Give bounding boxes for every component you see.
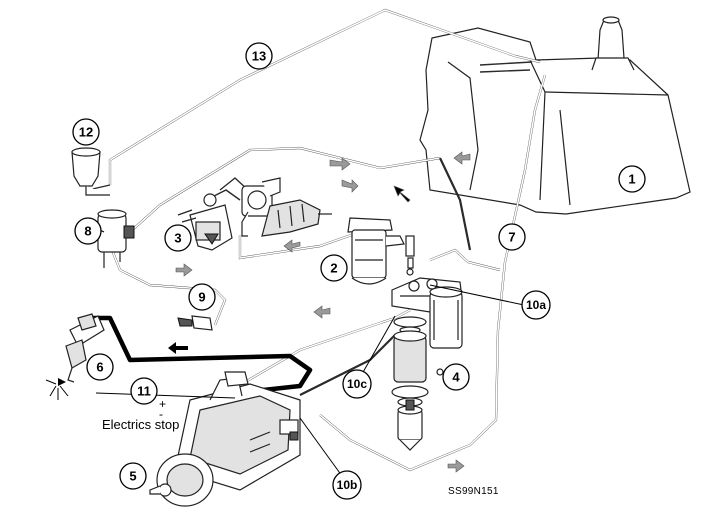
svg-text:8: 8 bbox=[84, 224, 91, 239]
part-9-sensor bbox=[177, 315, 213, 331]
svg-text:3: 3 bbox=[174, 231, 181, 246]
svg-text:1: 1 bbox=[628, 172, 635, 187]
fuel-tank bbox=[419, 16, 691, 215]
diagram-code-label: SS99N151 bbox=[448, 486, 499, 497]
part-3-pump bbox=[177, 177, 249, 251]
callout-12: 12 bbox=[72, 118, 100, 146]
callout-7: 7 bbox=[498, 223, 526, 251]
callout-2: 2 bbox=[320, 254, 348, 282]
svg-text:10c: 10c bbox=[347, 377, 367, 391]
svg-text:7: 7 bbox=[508, 230, 515, 245]
part-4-filter-bowl bbox=[429, 286, 463, 376]
callout-9: 9 bbox=[188, 283, 216, 311]
svg-text:11: 11 bbox=[137, 384, 151, 399]
callout-11: 11 bbox=[130, 377, 158, 405]
callout-10c: 10c bbox=[342, 369, 372, 399]
part-10c-cartridge bbox=[391, 316, 429, 451]
callout-8: 8 bbox=[74, 217, 102, 245]
svg-text:10a: 10a bbox=[526, 298, 546, 312]
minus-terminal-label: - bbox=[159, 407, 163, 421]
svg-text:4: 4 bbox=[452, 370, 460, 385]
part-8-pump bbox=[97, 209, 135, 268]
part-2-filter bbox=[347, 217, 415, 285]
part-6-injector bbox=[45, 313, 105, 400]
svg-text:10b: 10b bbox=[337, 478, 358, 492]
electrics-stop-label: Electrics stop bbox=[102, 417, 180, 432]
callout-4: 4 bbox=[442, 363, 470, 391]
part-5-injection-pump bbox=[149, 371, 301, 507]
flow-arrows bbox=[168, 151, 471, 473]
callout-6: 6 bbox=[86, 353, 114, 381]
callout-1: 1 bbox=[618, 165, 646, 193]
callout-10b: 10b bbox=[332, 470, 362, 500]
svg-text:12: 12 bbox=[79, 125, 93, 140]
leader-lines bbox=[95, 229, 525, 477]
svg-text:5: 5 bbox=[129, 469, 136, 484]
svg-text:13: 13 bbox=[252, 49, 266, 64]
injector-assembly bbox=[241, 177, 332, 237]
callout-3: 3 bbox=[164, 224, 192, 252]
callout-10a: 10a bbox=[521, 290, 551, 320]
part-12-bowl bbox=[71, 147, 110, 196]
callout-13: 13 bbox=[245, 42, 273, 70]
callout-5: 5 bbox=[119, 462, 147, 490]
high-pressure-line bbox=[90, 315, 313, 395]
plus-terminal-label: + bbox=[159, 397, 167, 411]
svg-text:2: 2 bbox=[330, 261, 337, 276]
svg-text:6: 6 bbox=[96, 360, 103, 375]
svg-text:9: 9 bbox=[198, 290, 205, 305]
